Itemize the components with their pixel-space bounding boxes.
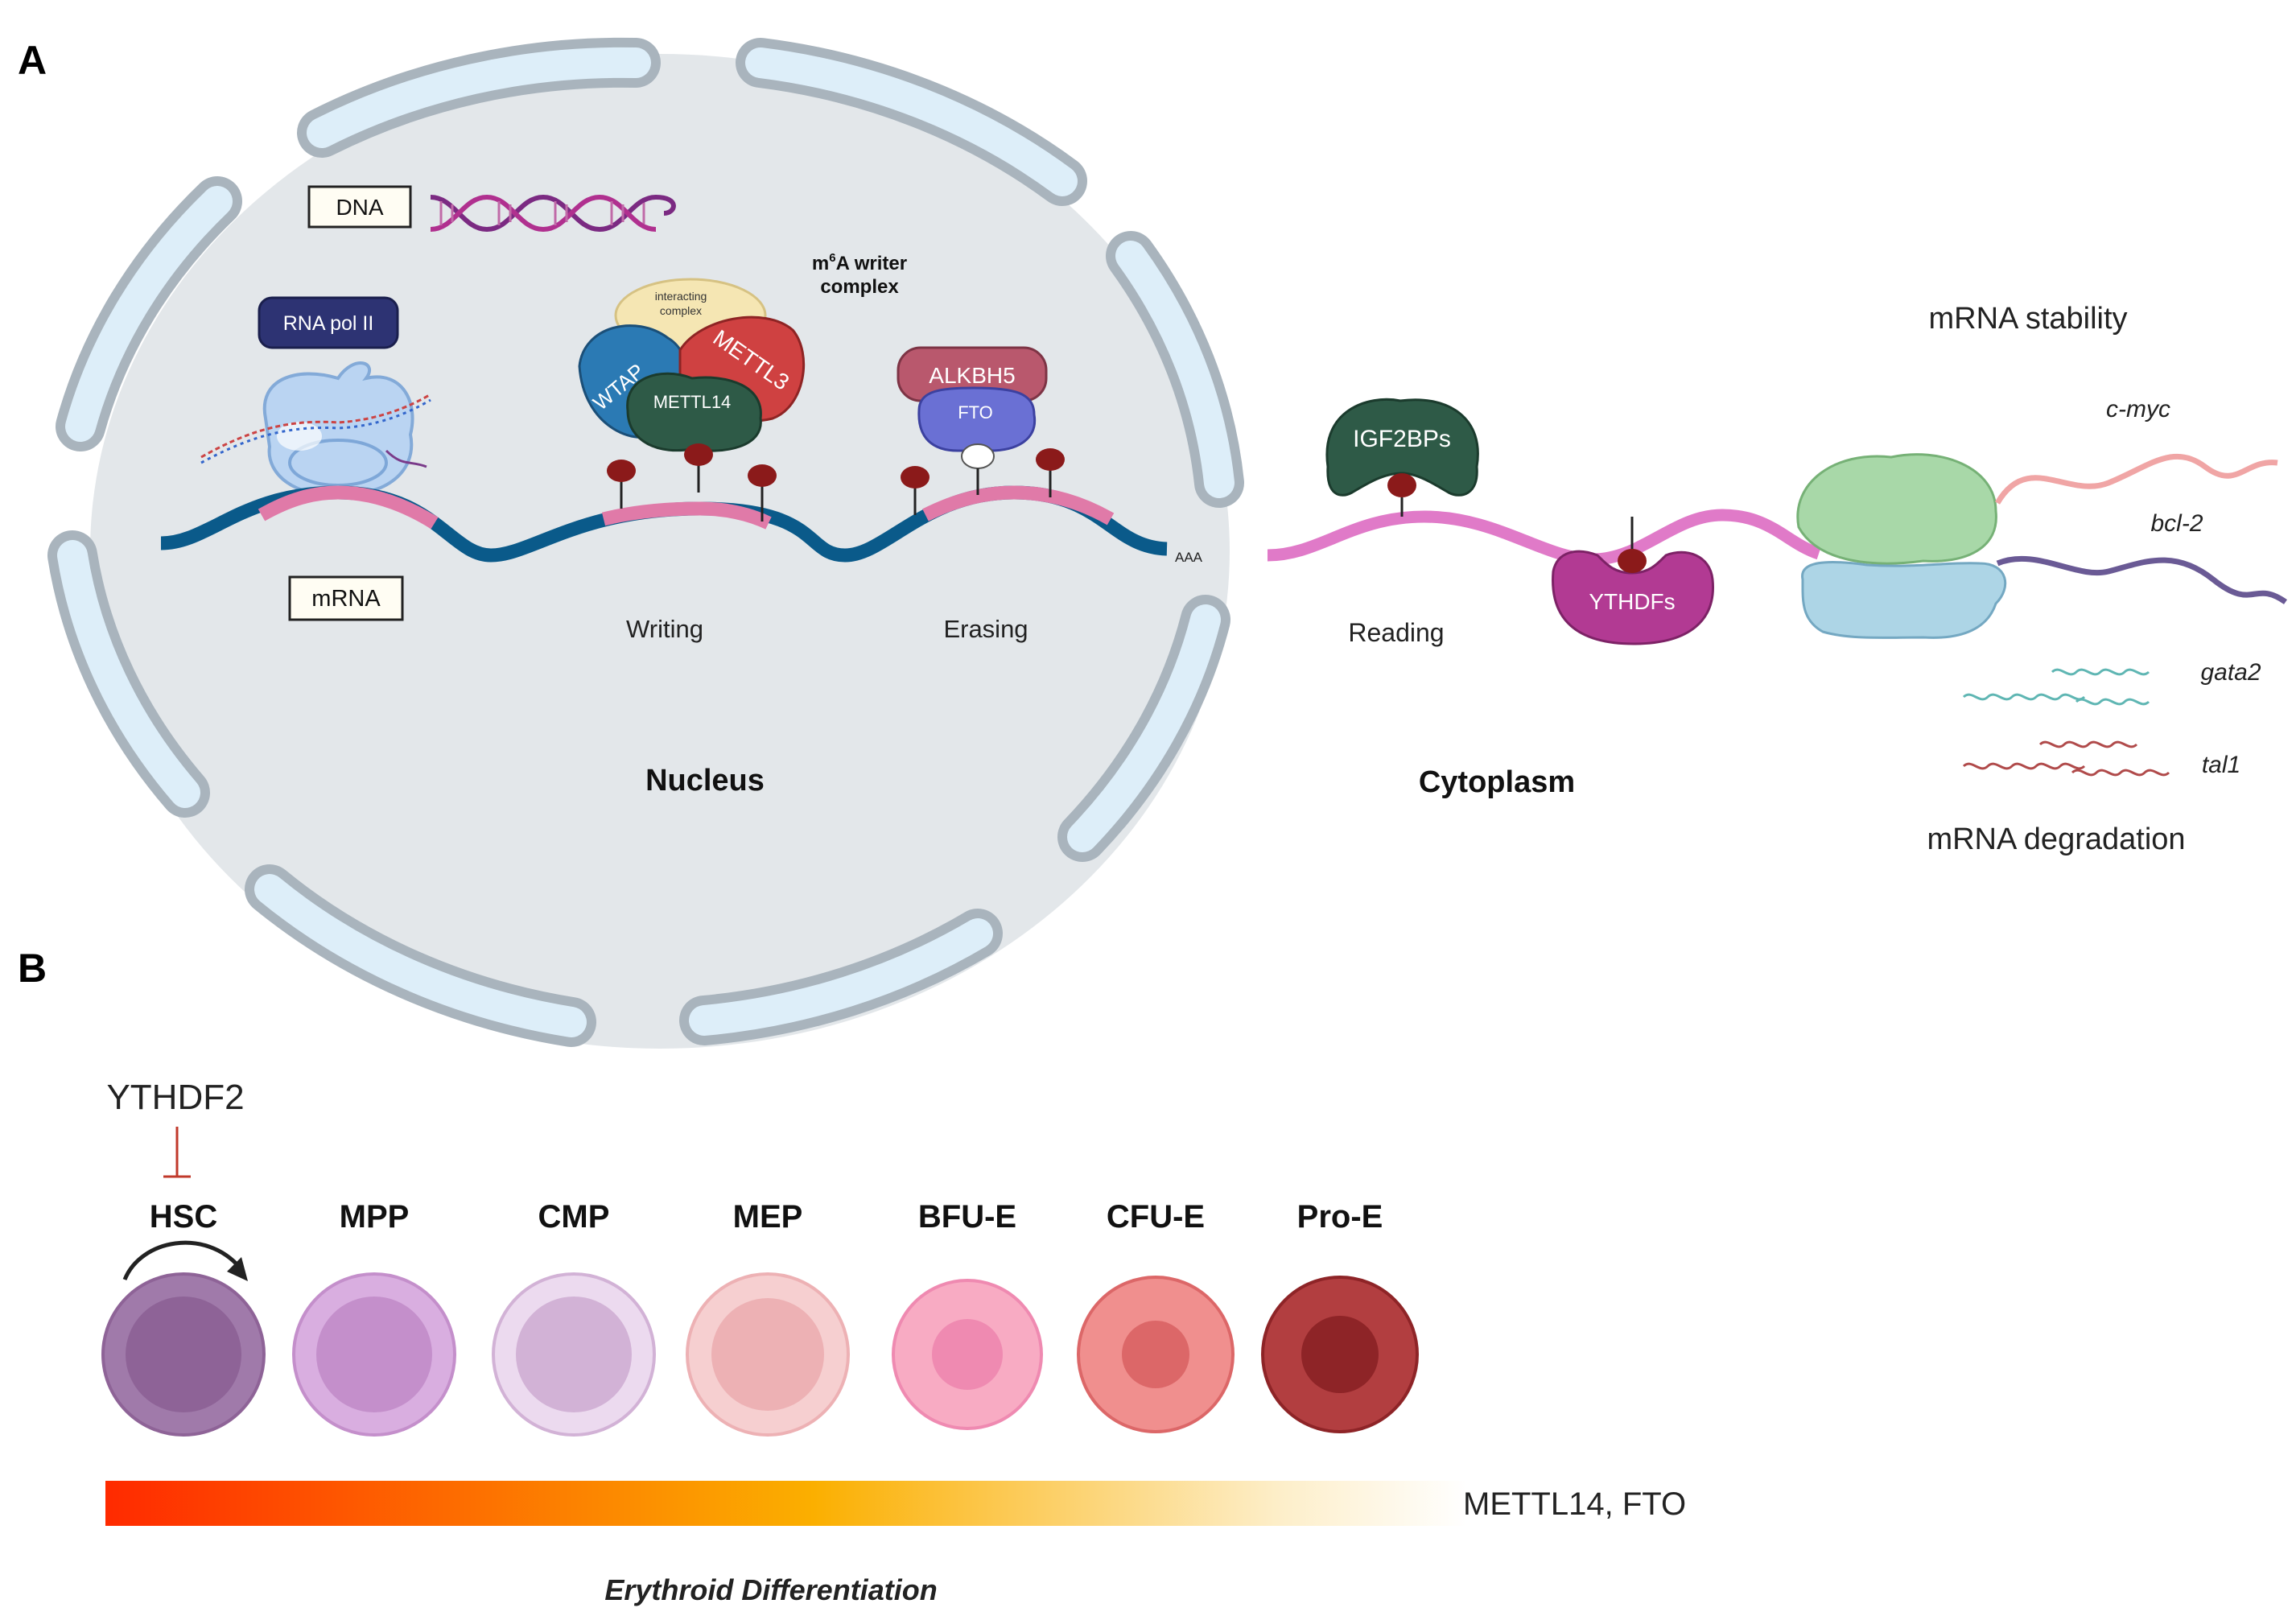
tal1-label: tal1 <box>2202 752 2240 778</box>
cmyc-label: c-myc <box>2106 396 2170 423</box>
mrna-label: mRNA <box>311 586 381 612</box>
self-renewal-arrow <box>122 1240 241 1280</box>
gata2-label: gata2 <box>2200 659 2261 686</box>
cell-pro-e-nucleus <box>1301 1316 1379 1393</box>
mettl14-label: METTL14 <box>653 392 732 412</box>
ythdfs-reader-icon: YTHDFs <box>1552 517 1714 645</box>
nuclear-envelope <box>47 37 1244 1047</box>
alkbh5-label: ALKBH5 <box>929 363 1015 388</box>
rna-pol-label: RNA pol II <box>283 312 374 335</box>
interacting-complex-line2: complex <box>660 304 702 317</box>
dna-label: DNA <box>336 195 383 220</box>
writer-title-rest: A writer <box>836 253 907 274</box>
bcl2-transcript <box>1996 555 2288 604</box>
cell-label-mpp: MPP <box>340 1199 410 1235</box>
cell-label-pro-e: Pro-E <box>1297 1199 1383 1235</box>
m6a-marks-writing <box>607 443 777 521</box>
dna-helix-icon <box>430 194 676 233</box>
igf2bps-reader-icon: IGF2BPs <box>1325 398 1479 517</box>
eraser-complex-icon: ALKBH5 FTO <box>897 346 1048 495</box>
dna-label-box <box>307 185 412 229</box>
mrna-label-box <box>288 575 404 621</box>
cell-label-cmp: CMP <box>538 1199 610 1235</box>
cell-mep-nucleus <box>711 1298 824 1411</box>
tal1-fragments <box>1962 740 2170 777</box>
cell-label-cfu-e: CFU-E <box>1107 1199 1205 1235</box>
cytoplasm-label: Cytoplasm <box>1419 765 1575 799</box>
erasing-label: Erasing <box>943 615 1028 643</box>
cell-label-bfu-e: BFU-E <box>918 1199 1016 1235</box>
cytoplasmic-mrna-strand <box>1267 509 1821 566</box>
cell-label-mep: MEP <box>733 1199 803 1235</box>
writer-title-m: m <box>812 253 829 274</box>
igf2bps-label: IGF2BPs <box>1353 426 1451 452</box>
cell-hsc-nucleus <box>126 1297 241 1412</box>
cell-cfu-e-nucleus <box>1122 1321 1189 1388</box>
panel-a-label: A <box>18 38 47 83</box>
differentiation-axis-label: Erythroid Differentiation <box>604 1573 937 1606</box>
bcl2-label: bcl-2 <box>2150 510 2203 537</box>
ribosome-icon <box>1796 453 2007 639</box>
writer-complex-icon: interacting complex WTAP METTL3 METTL14 <box>578 278 806 452</box>
rna-pol-label-box <box>258 296 399 349</box>
interacting-complex-line1: interacting <box>655 290 707 303</box>
writing-label: Writing <box>626 615 703 643</box>
gata2-fragments <box>1962 668 2150 706</box>
self-renewal-arrowhead <box>227 1257 248 1281</box>
m6a-marks-erasing <box>901 448 1065 515</box>
cell-bfu-e-nucleus <box>932 1319 1003 1390</box>
cmyc-transcript <box>1994 453 2278 505</box>
mrna-stability-label: mRNA stability <box>1928 302 2127 336</box>
nuclear-mrna-strand <box>160 485 1168 563</box>
ythdfs-label: YTHDFs <box>1589 589 1675 614</box>
writer-complex-title: m6A writer <box>812 251 907 274</box>
panel-b-label: B <box>18 946 47 991</box>
rna-polymerase-icon <box>200 361 431 496</box>
writer-complex-title-line2: complex <box>820 276 899 298</box>
writer-title-sup: 6 <box>829 251 835 265</box>
reading-label: Reading <box>1348 618 1444 647</box>
nucleus-label: Nucleus <box>645 764 765 798</box>
fto-label: FTO <box>958 402 993 423</box>
gradient-label: METTL14, FTO <box>1463 1486 1686 1522</box>
differentiation-gradient-bar <box>105 1481 1467 1526</box>
poly-a-tail-label: AAA <box>1175 550 1203 565</box>
cell-label-hsc: HSC <box>150 1199 217 1235</box>
ythdf2-label: YTHDF2 <box>106 1078 244 1117</box>
inhibition-arrow <box>163 1127 191 1178</box>
cell-stages: HSC MPP CMP MEP BFU-E CFU-E Pro-E <box>101 1199 1419 1437</box>
cell-mpp-nucleus <box>316 1297 432 1412</box>
cell-cmp-nucleus <box>516 1297 632 1412</box>
mrna-degradation-label: mRNA degradation <box>1927 822 2185 856</box>
